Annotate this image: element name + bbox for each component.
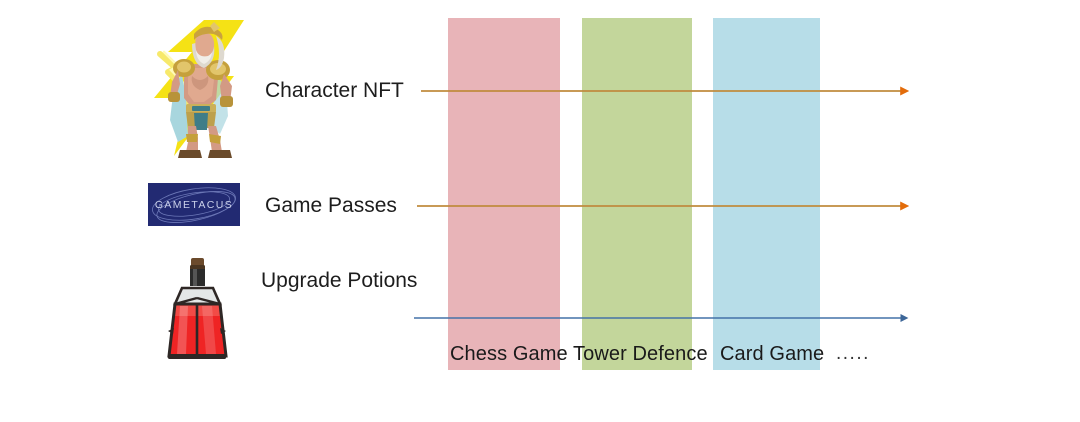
column-label-card-game: Card Game <box>720 343 825 365</box>
column-label-ellipsis: ..... <box>836 343 870 364</box>
row-label-upgrade-potions: Upgrade Potions <box>261 269 418 292</box>
column-band-tower-defence <box>582 18 692 370</box>
row-label-character-nft: Character NFT <box>265 79 404 102</box>
potion-bottle-artwork <box>160 256 234 366</box>
column-band-card-game <box>713 18 820 370</box>
row-label-game-passes: Game Passes <box>265 194 397 217</box>
column-label-tower-defence: Tower Defence <box>573 343 708 365</box>
character-nft-artwork <box>130 16 256 160</box>
gametacus-logo: GAMETACUS <box>148 183 240 226</box>
column-label-chess-game: Chess Game <box>450 343 568 365</box>
column-band-chess-game <box>448 18 560 370</box>
svg-text:GAMETACUS: GAMETACUS <box>155 199 233 211</box>
